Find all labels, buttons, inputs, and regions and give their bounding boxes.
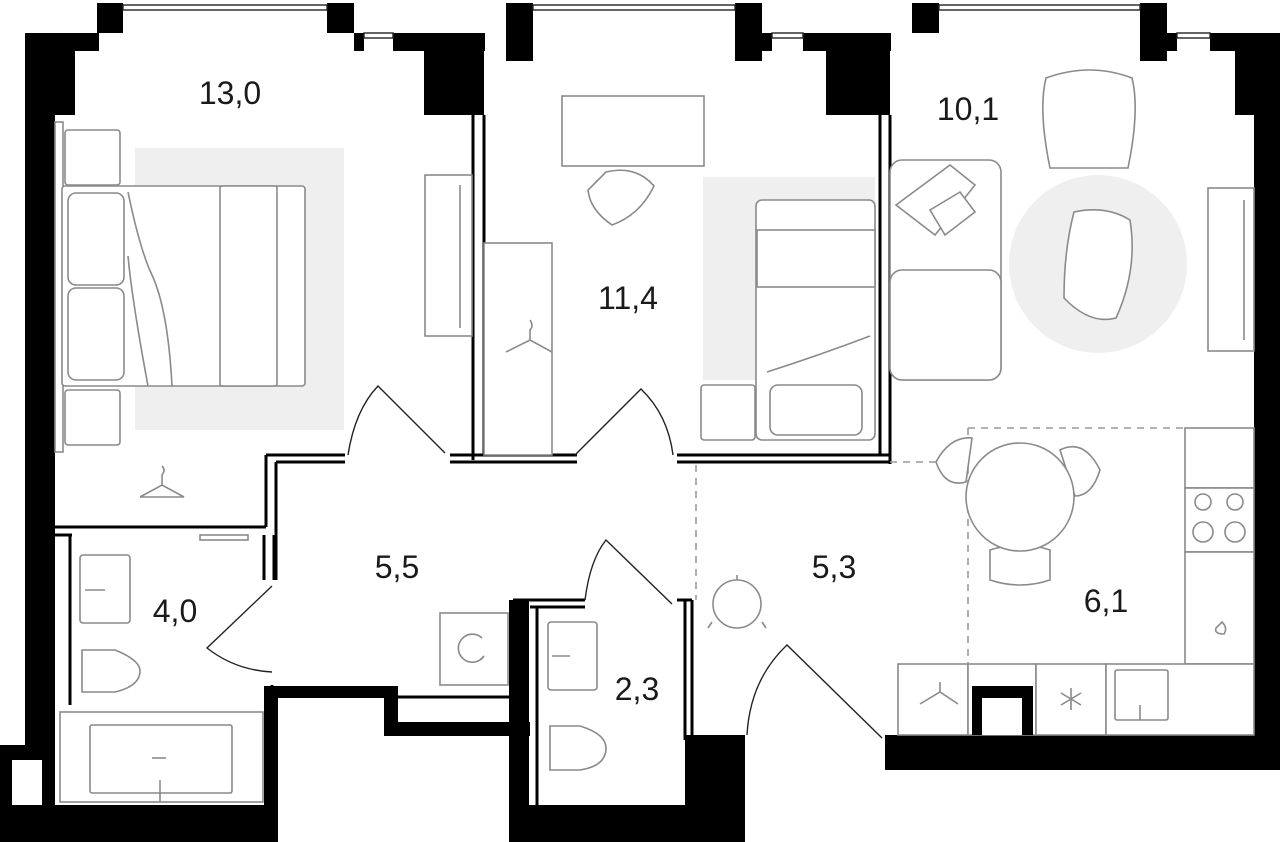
dining-table bbox=[965, 442, 1075, 552]
bedroom-area-label: 13,0 bbox=[199, 75, 261, 111]
counter-upper bbox=[1184, 427, 1255, 489]
nightstand-top bbox=[64, 129, 121, 186]
windows bbox=[122, 4, 1211, 39]
nightstand bbox=[700, 384, 756, 441]
bed-headpad bbox=[756, 229, 876, 288]
cabinet-1 bbox=[897, 663, 969, 736]
pillow-1 bbox=[67, 192, 125, 286]
hallway-area-label: 5,5 bbox=[375, 549, 419, 585]
boiler bbox=[439, 612, 509, 686]
sink bbox=[79, 554, 131, 624]
closet bbox=[483, 242, 553, 456]
chair-right bbox=[1059, 445, 1101, 497]
counter-lower bbox=[1184, 551, 1255, 665]
study-furniture bbox=[483, 95, 876, 456]
bathroom-fixtures bbox=[59, 534, 264, 803]
towel-rail bbox=[199, 534, 249, 541]
kitchen-furniture bbox=[897, 427, 1255, 736]
living-room-furniture bbox=[889, 69, 1255, 381]
bed-throw bbox=[219, 185, 278, 387]
entrance-fixtures bbox=[707, 575, 767, 629]
cooktop bbox=[1184, 487, 1255, 553]
wc-toilet bbox=[549, 725, 607, 771]
coat-stand bbox=[712, 579, 762, 629]
bedroom-furniture bbox=[54, 121, 473, 498]
desk-chair bbox=[587, 169, 655, 226]
nightstand-bottom bbox=[64, 389, 121, 446]
wc-fixtures bbox=[547, 621, 607, 771]
study-area-label: 11,4 bbox=[598, 280, 658, 316]
armchair bbox=[1042, 69, 1136, 169]
wardrobe bbox=[424, 174, 473, 337]
entrance-hall-area-label: 5,3 bbox=[812, 549, 856, 585]
doors bbox=[205, 384, 883, 739]
walls bbox=[0, 3, 1280, 842]
wc-sink bbox=[547, 621, 598, 691]
coffee-table bbox=[1063, 209, 1133, 321]
bathroom-area-label: 4,0 bbox=[153, 593, 197, 629]
wc-area-label: 2,3 bbox=[615, 671, 659, 707]
living-room-area-label: 10,1 bbox=[937, 91, 999, 127]
tv-cabinet bbox=[1207, 187, 1255, 352]
sofa-cushion bbox=[894, 163, 977, 237]
desk bbox=[561, 95, 705, 167]
chair-left bbox=[935, 437, 973, 484]
hallway-fixtures bbox=[439, 612, 509, 686]
toilet bbox=[81, 649, 141, 693]
pillow bbox=[769, 384, 863, 436]
kitchen-area-label: 6,1 bbox=[1084, 583, 1128, 619]
pillow-2 bbox=[67, 287, 125, 381]
